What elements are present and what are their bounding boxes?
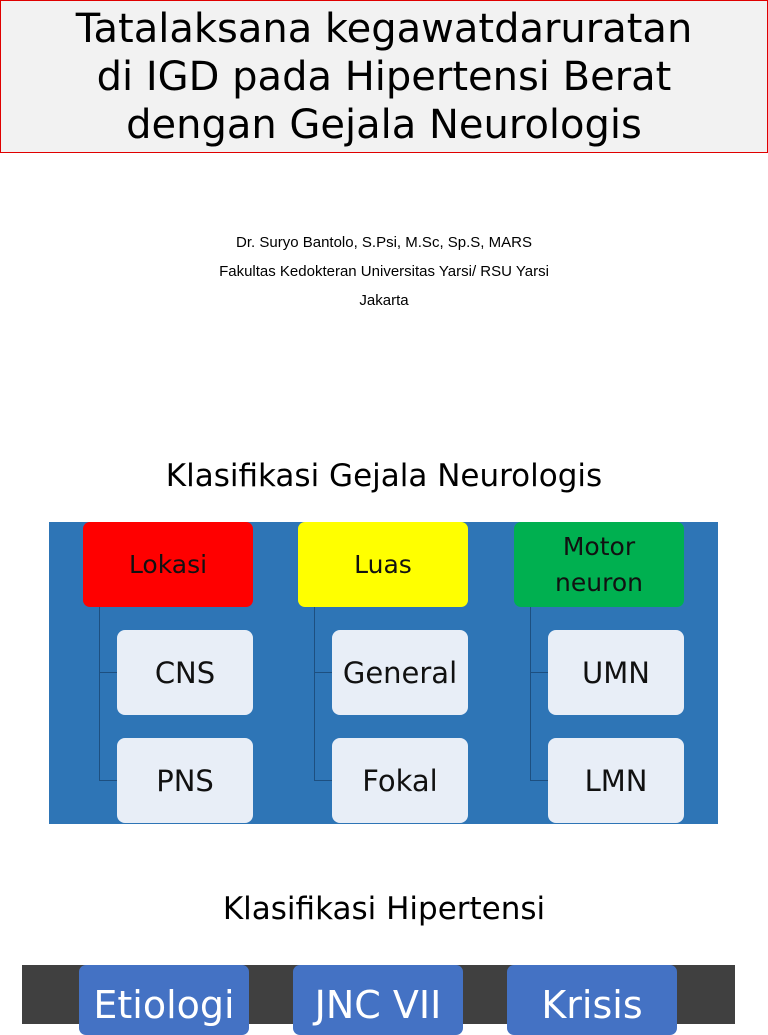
child-label-cns: CNS bbox=[154, 655, 216, 690]
connector-line bbox=[530, 607, 531, 780]
label-jnc-vii: JNC VII bbox=[314, 983, 442, 1027]
connector-line bbox=[530, 672, 548, 673]
title-line-2: di IGD pada Hipertensi Berat bbox=[96, 53, 672, 100]
head-label-lokasi: Lokasi bbox=[128, 549, 208, 579]
head-label-motor-neuron: Motor neuron bbox=[555, 529, 643, 601]
child-label-lmn: LMN bbox=[584, 763, 648, 798]
head-box-motor-neuron: Motor neuron bbox=[514, 522, 684, 607]
child-label-fokal: Fokal bbox=[362, 763, 438, 798]
child-label-umn: UMN bbox=[582, 655, 650, 690]
child-box-pns: PNS bbox=[117, 738, 253, 823]
box-etiologi: Etiologi bbox=[79, 965, 249, 1035]
child-box-umn: UMN bbox=[548, 630, 684, 715]
child-label-pns: PNS bbox=[156, 763, 214, 798]
head-label-motor: Motor bbox=[562, 531, 636, 561]
label-etiologi: Etiologi bbox=[93, 983, 235, 1027]
author-block: Dr. Suryo Bantolo, S.Psi, M.Sc, Sp.S, MA… bbox=[0, 228, 768, 315]
connector-line bbox=[99, 780, 117, 781]
connector-line bbox=[99, 672, 117, 673]
slide-title: Tatalaksana kegawatdaruratan di IGD pada… bbox=[76, 5, 693, 149]
head-label-luas: Luas bbox=[354, 549, 412, 579]
child-box-general: General bbox=[332, 630, 468, 715]
title-box: Tatalaksana kegawatdaruratan di IGD pada… bbox=[0, 0, 768, 153]
author-affiliation: Fakultas Kedokteran Universitas Yarsi/ R… bbox=[219, 263, 549, 280]
child-box-lmn: LMN bbox=[548, 738, 684, 823]
child-box-fokal: Fokal bbox=[332, 738, 468, 823]
title-line-3: dengan Gejala Neurologis bbox=[126, 101, 642, 148]
head-box-luas: Luas bbox=[298, 522, 468, 607]
hipertensi-heading: Klasifikasi Hipertensi bbox=[222, 891, 546, 927]
child-label-general: General bbox=[342, 655, 458, 690]
connector-line bbox=[530, 780, 548, 781]
child-box-cns: CNS bbox=[117, 630, 253, 715]
neuro-heading: Klasifikasi Gejala Neurologis bbox=[165, 458, 603, 494]
author-name: Dr. Suryo Bantolo, S.Psi, M.Sc, Sp.S, MA… bbox=[236, 234, 532, 251]
connector-line bbox=[314, 672, 332, 673]
title-line-1: Tatalaksana kegawatdaruratan bbox=[75, 5, 693, 52]
box-jnc-vii: JNC VII bbox=[293, 965, 463, 1035]
connector-line bbox=[314, 607, 315, 780]
head-label-neuron: neuron bbox=[555, 567, 643, 597]
connector-line bbox=[99, 607, 100, 780]
box-krisis: Krisis bbox=[507, 965, 677, 1035]
label-krisis: Krisis bbox=[541, 983, 643, 1027]
head-box-lokasi: Lokasi bbox=[83, 522, 253, 607]
author-city: Jakarta bbox=[359, 292, 409, 309]
neuro-classification-diagram: Lokasi CNS PNS Luas General Fokal Motor … bbox=[49, 522, 718, 824]
connector-line bbox=[314, 780, 332, 781]
